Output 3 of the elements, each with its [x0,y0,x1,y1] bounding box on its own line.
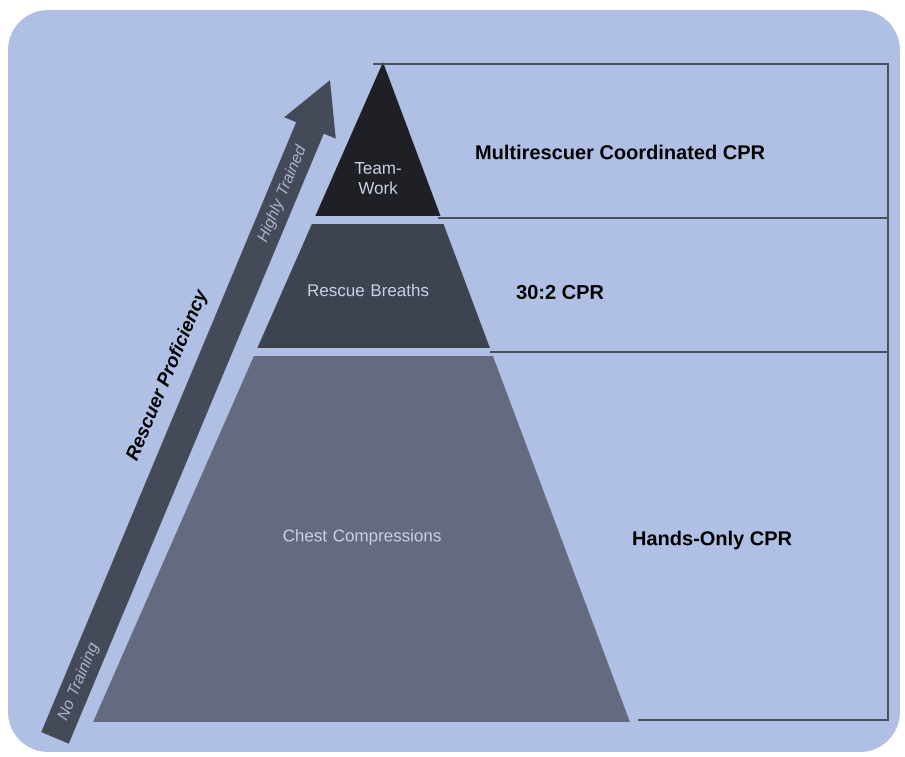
table-row: Hands-Only CPR [633,352,889,721]
table-row: 30:2 CPR [490,218,889,353]
pyramid-level: Team- Work [315,62,441,216]
